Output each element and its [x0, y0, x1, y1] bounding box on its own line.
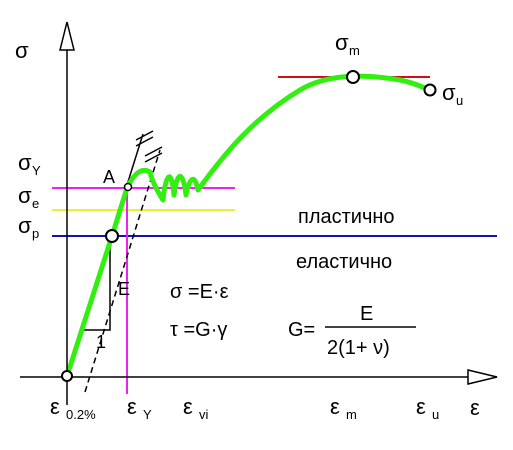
sigma-m-subscript: m	[349, 43, 360, 58]
stress-strain-curve	[64, 73, 433, 379]
eps-y-subscript: Y	[143, 407, 152, 422]
sigma-e-label: σ	[18, 183, 32, 208]
point-a	[123, 182, 133, 192]
origin-point	[61, 370, 73, 382]
sigma-y-subscript: Y	[32, 163, 41, 178]
eps-0-subscript: 0.2%	[66, 407, 96, 422]
hooke-formula: σ =E·ε	[170, 281, 229, 303]
modulus-e-label: E	[118, 279, 130, 299]
sigma-m-point	[346, 70, 360, 84]
y-axis-arrow	[59, 21, 75, 51]
slope-one-label: 1	[96, 332, 106, 352]
sigma-u-point	[423, 83, 437, 97]
g-formula-lhs: G=	[288, 319, 315, 341]
plastic-region-label: пластично	[298, 206, 395, 228]
eps-y-label: ε	[127, 394, 137, 419]
break-mark-1	[135, 130, 154, 141]
break-mark-3	[144, 146, 163, 157]
y-axis-label: σ	[15, 38, 29, 63]
eps-u-subscript: u	[432, 407, 439, 422]
elastic-region-label: еластично	[296, 251, 392, 273]
eps-0-label: ε	[50, 394, 60, 419]
break-mark-2	[135, 136, 154, 147]
break-mark-4	[144, 152, 163, 163]
eps-vi-subscript: vi	[199, 407, 209, 422]
x-axis-label: ε	[470, 395, 480, 420]
eps-m-subscript: m	[346, 407, 357, 422]
sigma-p-subscript: p	[32, 226, 39, 241]
point-a-label: A	[103, 167, 115, 187]
eps-m-label: ε	[330, 394, 340, 419]
g-formula-denominator: 2(1+ ν)	[327, 337, 390, 359]
offset-line	[84, 149, 161, 393]
sigma-e-subscript: e	[32, 196, 39, 211]
shear-formula: τ =G·γ	[170, 319, 227, 341]
eps-vi-label: ε	[183, 394, 193, 419]
proportional-limit-point	[105, 229, 119, 243]
x-axis-arrow	[467, 369, 498, 385]
slope-triangle	[83, 246, 111, 331]
eps-u-label: ε	[416, 394, 426, 419]
sigma-u-label: σ	[442, 80, 456, 105]
sigma-p-label: σ	[18, 213, 32, 238]
sigma-u-subscript: u	[456, 93, 463, 108]
sigma-y-label: σ	[18, 150, 32, 175]
sigma-m-label: σ	[335, 30, 349, 55]
g-formula-numerator: E	[360, 303, 373, 325]
